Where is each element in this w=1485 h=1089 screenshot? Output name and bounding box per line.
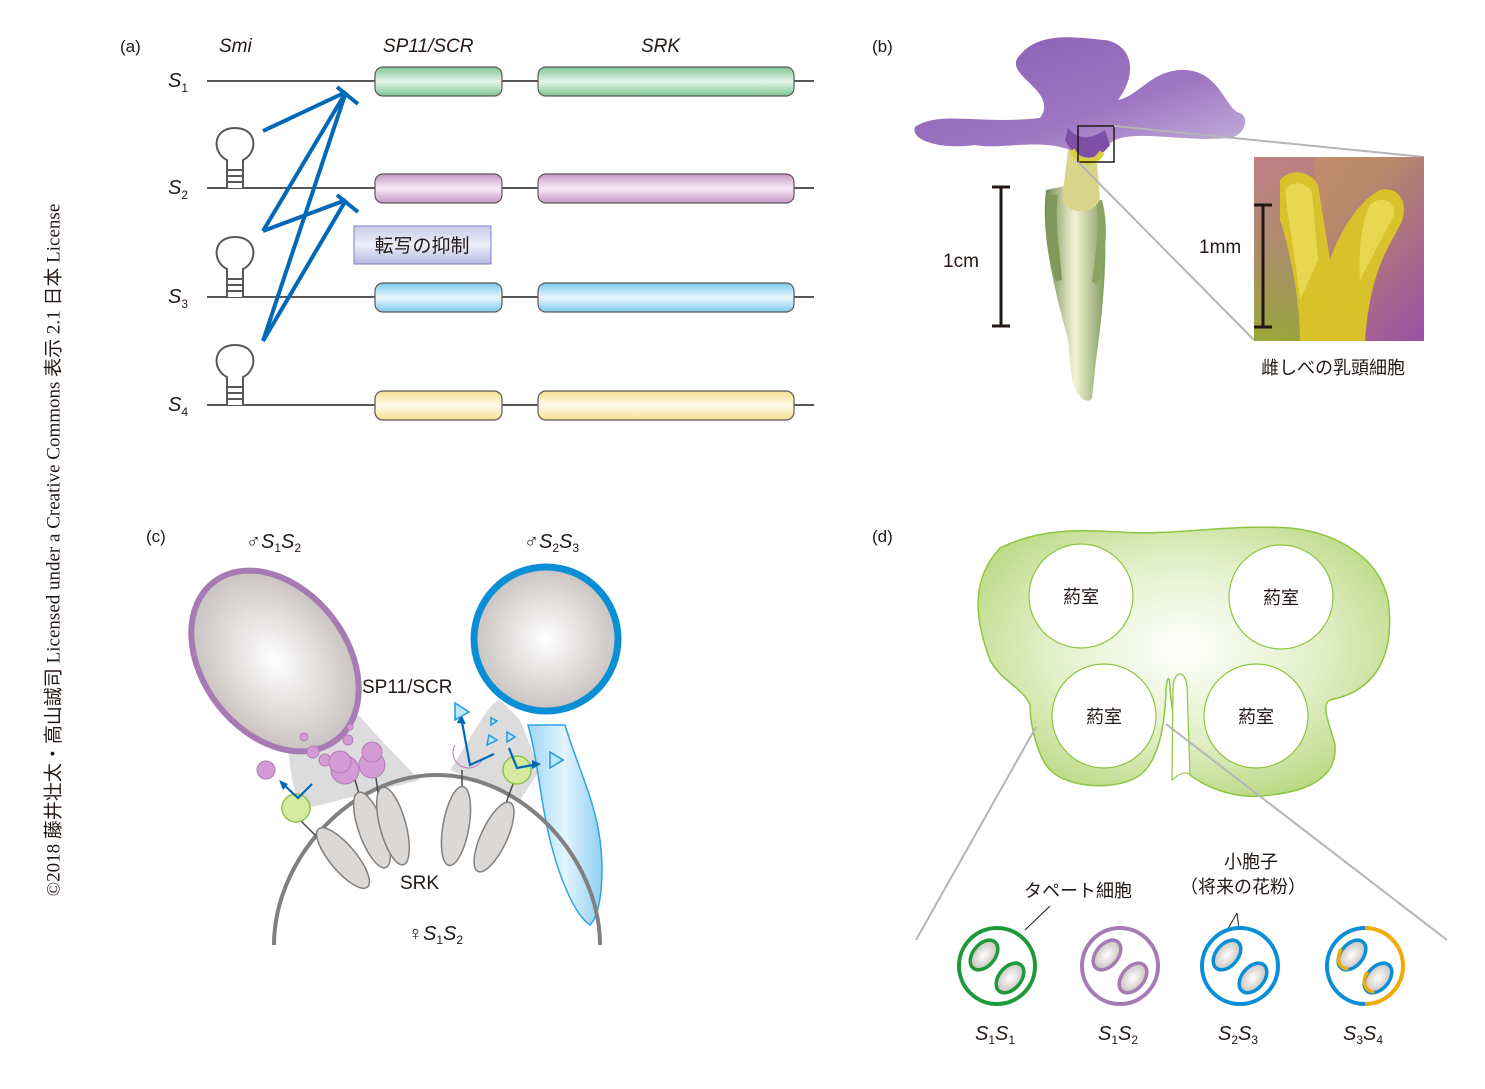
srk-head-unbound-left <box>281 793 311 823</box>
sp11-scr-label: SP11/SCR <box>362 677 452 698</box>
genotype-label: S3S4 <box>1343 1023 1383 1047</box>
repression-s4-to-s1 <box>261 91 348 342</box>
panel-b-label: (b) <box>872 37 893 56</box>
panel-b: (b) 1cm <box>872 37 1425 401</box>
locule-connector-left <box>915 726 1037 941</box>
locule-label: 葯室 <box>1263 588 1299 609</box>
scale-bar-1mm <box>1254 203 1272 329</box>
panel-c: (c) ♂S1S2 ♂S2S3 <box>146 527 622 947</box>
locule: 葯室 <box>1203 663 1309 769</box>
locule-label: 葯室 <box>1238 707 1274 728</box>
srk-label: SRK <box>400 873 439 894</box>
allele-row-s1: S1 <box>168 66 814 97</box>
scale-label-1mm: 1mm <box>1199 237 1241 258</box>
microspore-cell-S1S2: S1S2 <box>1080 926 1160 1047</box>
repression-s3-to-s1 <box>261 90 348 233</box>
header-smi: Smi <box>219 36 253 57</box>
allele-label: S1 <box>168 70 188 95</box>
sp11-scr-gene <box>374 66 503 97</box>
locule-label: 葯室 <box>1086 707 1122 728</box>
genotype-label: S2S3 <box>1218 1023 1258 1047</box>
microspore <box>1091 938 1123 972</box>
locule-connector-right <box>1165 723 1448 941</box>
repression-label-box: 転写の抑制 <box>353 225 492 265</box>
tapetum-leader-line <box>1024 905 1051 931</box>
header-srk: SRK <box>641 36 681 57</box>
signal-arrowheads <box>279 714 541 790</box>
allele-label: S3 <box>168 286 188 311</box>
smi-hairpin-icon <box>215 343 255 406</box>
sp11-s1-ligands <box>256 723 386 785</box>
sp11-s3-ligands <box>454 701 565 770</box>
papilla-caption: 雌しべの乳頭細胞 <box>1261 358 1405 379</box>
pollen-right-genotype: ♂S2S3 <box>524 531 579 555</box>
pollen-grain-s1s2 <box>188 567 362 755</box>
smi-hairpin-icon <box>215 126 255 189</box>
panel-c-label: (c) <box>146 527 166 546</box>
sp11-scr-gene <box>374 173 503 204</box>
sp11-scr-gene <box>374 390 503 421</box>
papilla-inset-image <box>1254 157 1424 341</box>
srk-gene <box>537 282 795 313</box>
papilla-cell-membrane <box>272 772 602 946</box>
allele-label: S2 <box>168 177 188 202</box>
repression-bar-s2 <box>335 193 360 214</box>
header-sp11-scr: SP11/SCR <box>383 36 474 57</box>
tapetum-label: タペート細胞 <box>1024 881 1132 902</box>
microspore <box>1117 961 1149 995</box>
srk-head-unbound-right <box>502 755 532 785</box>
locule-label: 葯室 <box>1063 587 1099 608</box>
genotype-label: S1S2 <box>1098 1023 1138 1047</box>
microspore-cell-S3S4: S3S4 <box>1325 926 1405 1047</box>
microspore <box>968 938 1000 972</box>
srk-gene <box>537 66 795 97</box>
microspore-label: 小胞子 <box>1224 852 1278 873</box>
repression-s4-to-s2 <box>261 198 348 343</box>
locule: 葯室 <box>1051 663 1157 769</box>
allele-label: S4 <box>168 394 188 419</box>
allele-row-s4: S4 <box>168 343 814 421</box>
microspore <box>994 961 1026 995</box>
zoom-region-box <box>1077 125 1115 163</box>
pollen-grain-s2s3 <box>470 563 622 715</box>
microspore <box>1211 938 1243 972</box>
microspore <box>1237 961 1269 995</box>
microspore-cell-S1S1: S1S1 <box>957 926 1037 1047</box>
flower-illustration <box>914 37 1246 401</box>
scale-label-1cm: 1cm <box>943 251 979 272</box>
srk-gene <box>537 173 795 204</box>
locule: 葯室 <box>1228 544 1334 650</box>
anther-stomium <box>1171 673 1191 782</box>
microspore-sublabel: （将来の花粉） <box>1180 877 1306 898</box>
locule: 葯室 <box>1028 543 1134 649</box>
tapetum-ring-half <box>1364 926 1405 1006</box>
srk-receptors <box>299 770 515 890</box>
genotype-label: S1S1 <box>975 1023 1015 1047</box>
allele-row-s3: S3 <box>168 235 814 313</box>
signal-arrows <box>282 721 534 800</box>
panel-d-label: (d) <box>872 527 893 546</box>
scale-bar-1cm <box>992 185 1010 328</box>
repression-bar-s1 <box>335 85 360 106</box>
srk-gene <box>537 390 795 421</box>
microspore-cell-S2S3: S2S3 <box>1200 926 1280 1047</box>
repression-label: 転写の抑制 <box>374 235 469 257</box>
zoom-connector-top <box>1113 125 1425 158</box>
smi-hairpin-icon <box>215 235 255 298</box>
repression-s2-to-s1 <box>262 90 347 133</box>
stigma-genotype: ♀S1S2 <box>408 923 463 947</box>
allele-row-s2: S2 <box>168 126 814 204</box>
pollen-left-genotype: ♂S1S2 <box>246 531 301 555</box>
repression-arrows <box>261 85 360 343</box>
sp11-scr-gene <box>374 282 503 313</box>
panel-a-label: (a) <box>120 37 141 56</box>
zoom-connector-bottom <box>1077 161 1255 341</box>
